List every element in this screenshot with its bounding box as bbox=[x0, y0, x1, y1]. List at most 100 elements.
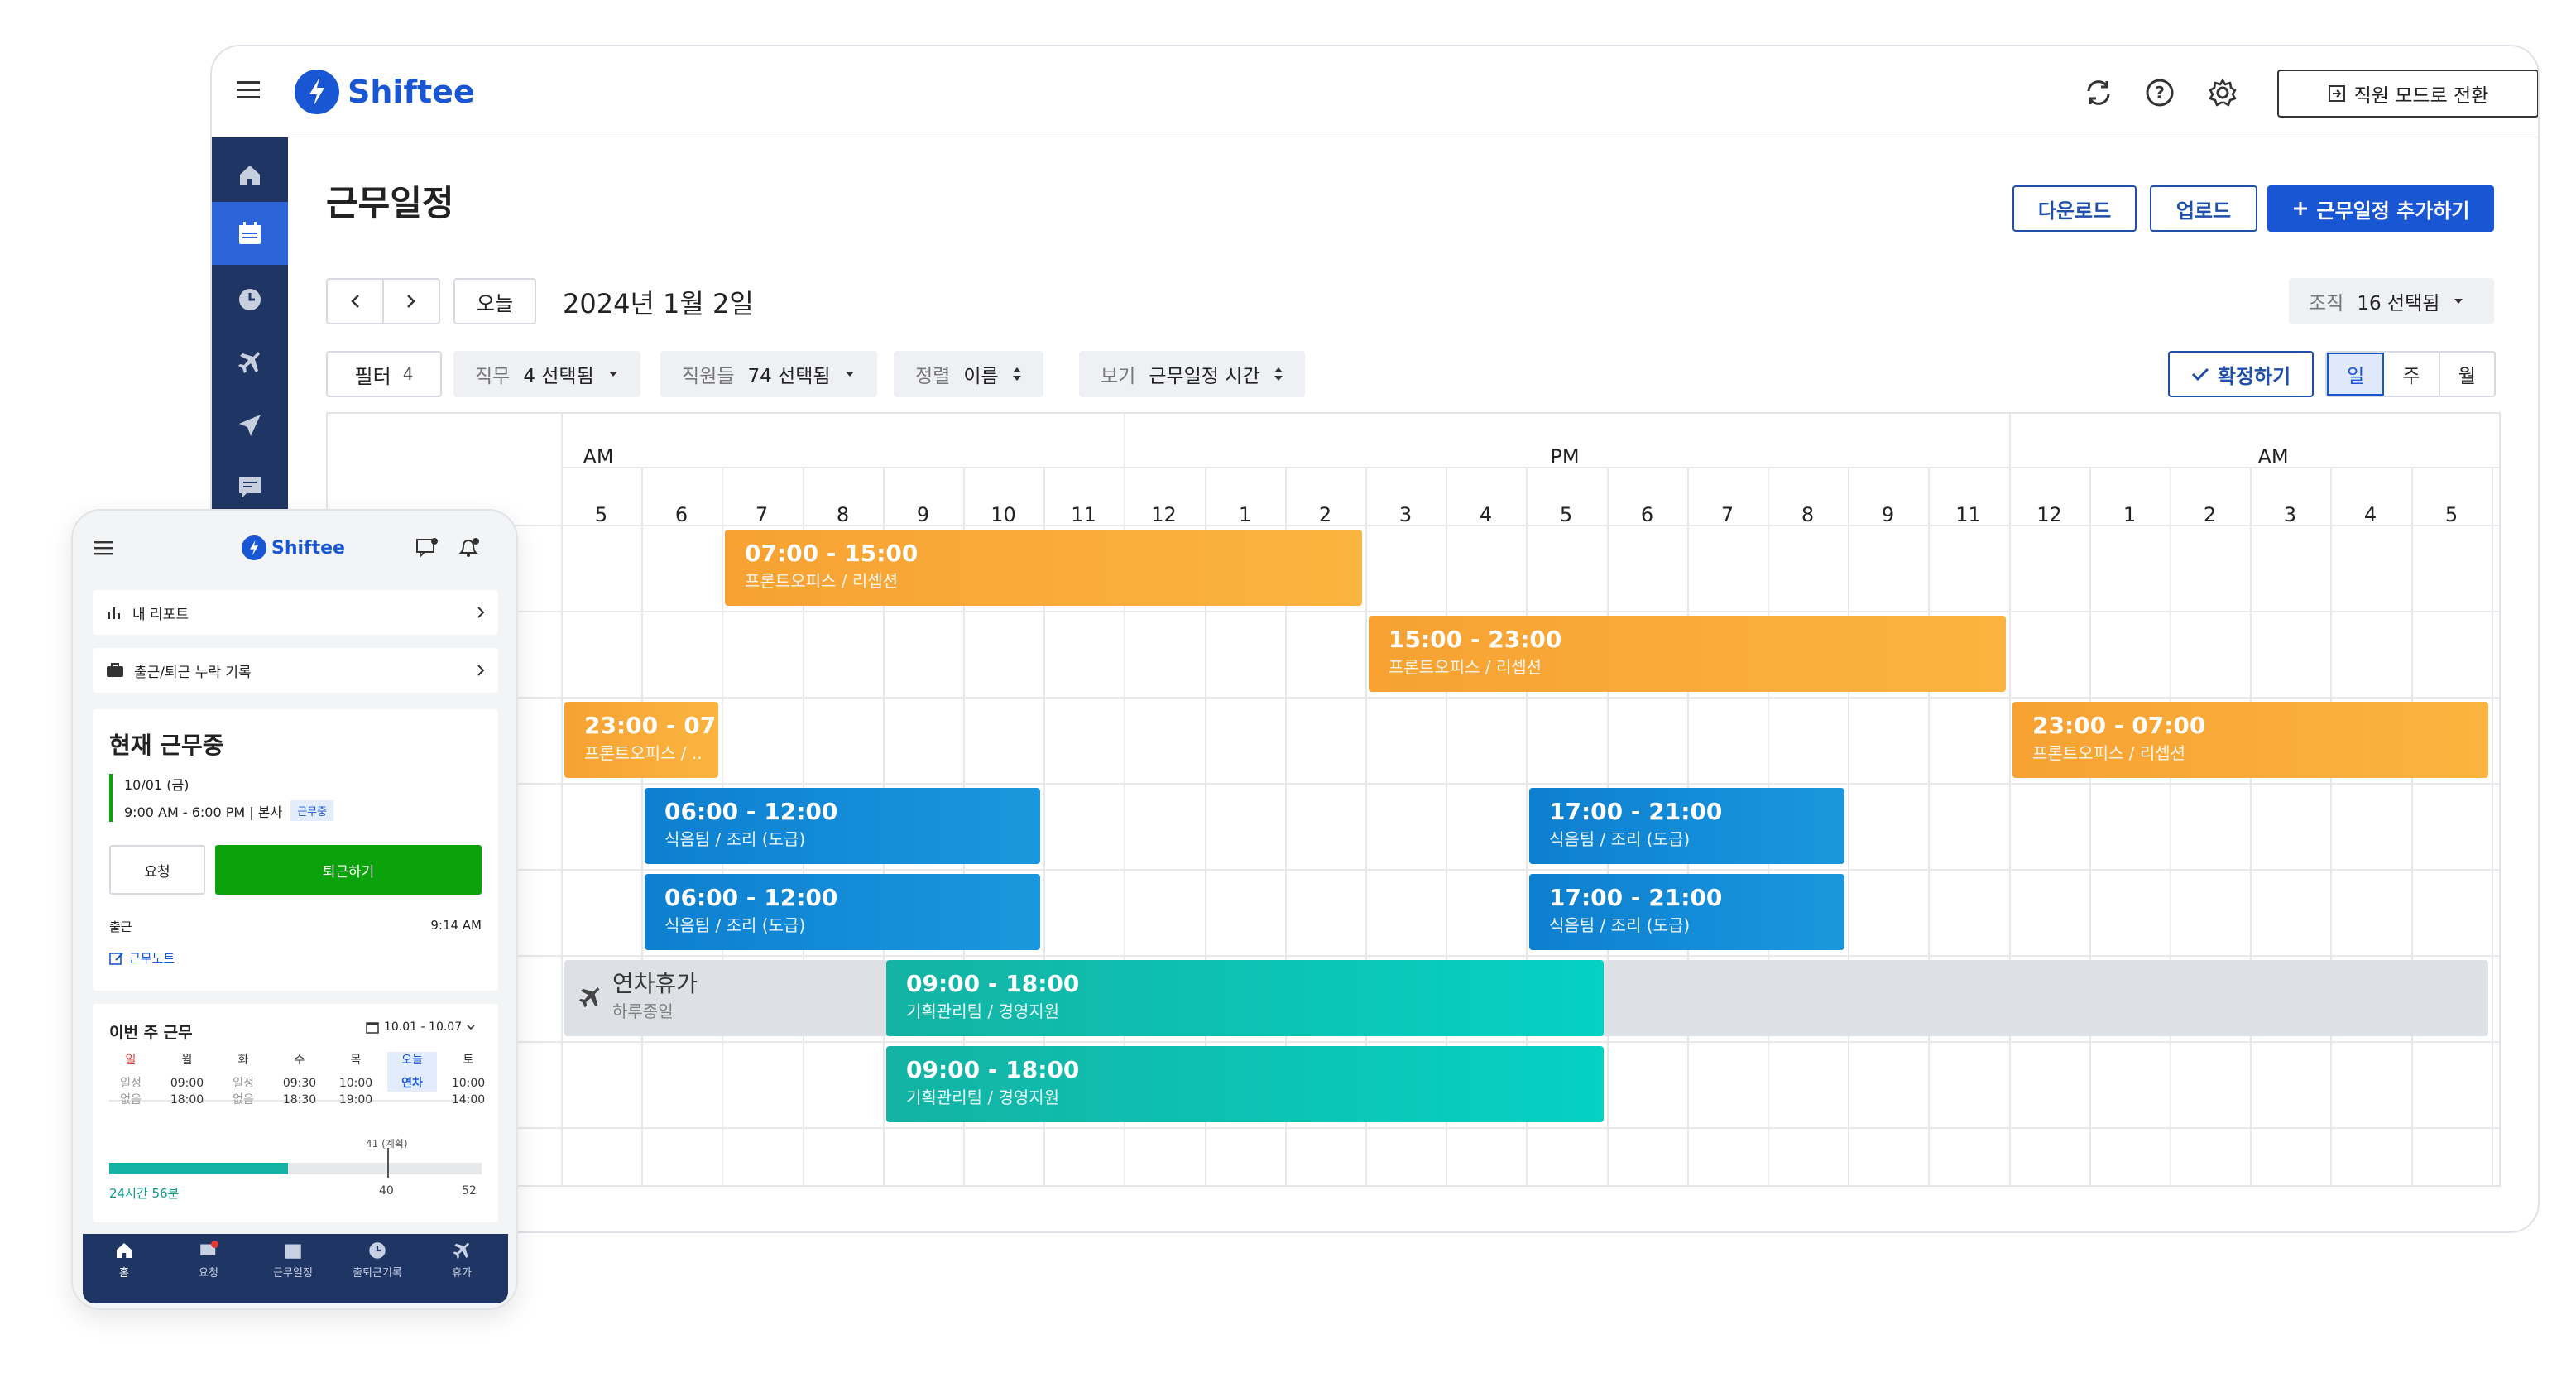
shift-desc: 프론트오피스 / .. bbox=[584, 743, 703, 763]
view-month[interactable]: 월 bbox=[2458, 366, 2476, 387]
work-hours: 9:00 AM - 6:00 PM | 본사 bbox=[124, 804, 283, 820]
add-schedule-button[interactable]: 근무일정 추가하기 bbox=[2267, 185, 2494, 232]
prev-date-button[interactable] bbox=[326, 278, 384, 324]
column-divider bbox=[2250, 467, 2252, 1185]
help-icon[interactable]: ? bbox=[2145, 78, 2175, 108]
week-day-line1: 09:30 bbox=[282, 1077, 317, 1090]
tab-home-label: 홈 bbox=[119, 1267, 129, 1279]
filter-count: 4 bbox=[402, 364, 414, 384]
column-divider bbox=[1848, 467, 1849, 1185]
view-select[interactable]: 보기 근무일정 시간 bbox=[1079, 351, 1305, 397]
staff-filter-value: 74 선택됨 bbox=[747, 366, 831, 387]
app-name: Shiftee bbox=[348, 74, 475, 110]
view-week[interactable]: 주 bbox=[2384, 353, 2440, 396]
shift-desc: 기획관리팀 / 경영지원 bbox=[906, 1087, 1060, 1107]
refresh-icon[interactable] bbox=[2084, 78, 2113, 108]
download-button[interactable]: 다운로드 bbox=[2012, 185, 2137, 232]
row-divider bbox=[328, 869, 2499, 871]
calendar-icon bbox=[239, 222, 261, 244]
job-filter[interactable]: 직무 4 선택됨 bbox=[453, 351, 640, 397]
column-divider bbox=[2330, 467, 2332, 1185]
work-status-card: 현재 근무중 10/01 (금) 9:00 AM - 6:00 PM | 본사 … bbox=[93, 709, 498, 991]
confirm-button[interactable]: 확정하기 bbox=[2168, 351, 2314, 397]
shift-time: 17:00 - 21:00 bbox=[1549, 884, 1723, 911]
menu-icon[interactable] bbox=[94, 540, 113, 555]
column-divider bbox=[2411, 467, 2413, 1185]
shift-desc: 식음팀 / 조리 (도급) bbox=[664, 829, 806, 849]
org-select[interactable]: 조직 16 선택됨 bbox=[2289, 278, 2494, 324]
column-divider bbox=[2492, 467, 2493, 1185]
work-hours-row: 9:00 AM - 6:00 PM | 본사 근무중 bbox=[124, 800, 334, 821]
current-date: 2024년 1월 2일 bbox=[563, 288, 754, 319]
hour-label: 11 bbox=[1071, 503, 1096, 526]
tab-home[interactable]: 홈 bbox=[83, 1241, 165, 1279]
today-button[interactable]: 오늘 bbox=[453, 278, 536, 324]
shift-time: 06:00 - 12:00 bbox=[664, 798, 838, 825]
menu-icon[interactable] bbox=[237, 79, 261, 99]
sidebar-item-home[interactable] bbox=[212, 144, 288, 207]
sidebar-item-schedule[interactable] bbox=[212, 202, 288, 265]
header-divider bbox=[561, 467, 2499, 468]
hour-label: 9 bbox=[1881, 503, 1895, 526]
bell-icon[interactable] bbox=[457, 537, 480, 559]
tab-leave[interactable]: 휴가 bbox=[420, 1241, 503, 1279]
sidebar-item-attendance[interactable] bbox=[212, 268, 288, 331]
next-date-button[interactable] bbox=[382, 278, 440, 324]
row-divider bbox=[328, 611, 2499, 612]
sidebar-item-requests[interactable] bbox=[212, 394, 288, 457]
weekly-summary-card: 이번 주 근무 10.01 - 10.07 41 (계획) 24시간 56분 4… bbox=[93, 1004, 498, 1222]
request-button[interactable]: 요청 bbox=[109, 845, 205, 895]
caret-down-icon bbox=[2454, 299, 2463, 304]
shift-desc: 식음팀 / 조리 (도급) bbox=[1549, 829, 1691, 849]
tab-requests[interactable]: 요청 bbox=[167, 1241, 250, 1279]
work-note-link[interactable]: 근무노트 bbox=[109, 949, 175, 967]
column-divider bbox=[1205, 467, 1206, 1185]
hour-label: 3 bbox=[2283, 503, 2297, 526]
report-link[interactable]: 내 리포트 bbox=[93, 590, 498, 635]
hour-label: 5 bbox=[1559, 503, 1573, 526]
shift-block[interactable]: 23:00 - 07..프론트오피스 / .. bbox=[564, 702, 718, 778]
staff-filter[interactable]: 직원들 74 선택됨 bbox=[660, 351, 877, 397]
view-day[interactable]: 일 bbox=[2327, 353, 2385, 396]
sort-select[interactable]: 정렬 이름 bbox=[894, 351, 1043, 397]
scale-max: 52 bbox=[462, 1184, 477, 1198]
week-day-name: 일 bbox=[125, 1054, 137, 1067]
week-day-line1: 일정 bbox=[120, 1077, 142, 1090]
week-range: 10.01 - 10.07 bbox=[384, 1020, 463, 1034]
mobile-tab-bar: 홈 요청 근무일정 출퇴근기록 휴가 bbox=[83, 1234, 508, 1303]
tab-schedule[interactable]: 근무일정 bbox=[252, 1241, 334, 1279]
shiftee-logo-icon bbox=[295, 70, 339, 114]
week-range-select[interactable]: 10.01 - 10.07 bbox=[366, 1020, 475, 1034]
missing-record-label: 출근/퇴근 누락 기록 bbox=[134, 664, 252, 681]
week-day-line2: 18:30 bbox=[282, 1093, 317, 1107]
filter-button[interactable]: 필터 4 bbox=[326, 351, 442, 397]
sidebar-item-messages[interactable] bbox=[212, 455, 288, 518]
clock-out-button[interactable]: 퇴근하기 bbox=[215, 845, 482, 895]
upload-button[interactable]: 업로드 bbox=[2150, 185, 2257, 232]
settings-icon[interactable] bbox=[2208, 78, 2238, 108]
missing-record-link[interactable]: 출근/퇴근 누락 기록 bbox=[93, 648, 498, 693]
hour-label: 10 bbox=[991, 503, 1016, 526]
week-day-name: 토 bbox=[463, 1054, 474, 1067]
chat-icon[interactable] bbox=[415, 537, 439, 559]
employee-mode-button[interactable]: 직원 모드로 전환 bbox=[2277, 70, 2538, 118]
tab-attendance[interactable]: 출퇴근기록 bbox=[336, 1241, 419, 1279]
header-divider bbox=[328, 525, 2499, 526]
shift-block[interactable]: 06:00 - 12:00 식음팀 / 조리 (도급) bbox=[645, 788, 1040, 864]
sidebar-item-leave[interactable] bbox=[212, 331, 288, 394]
